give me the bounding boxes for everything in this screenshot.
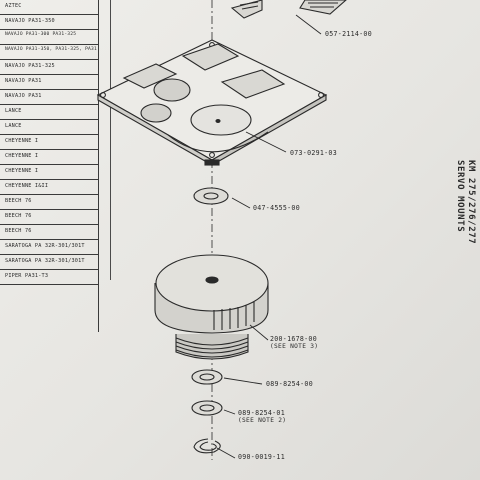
part-label: 089-8254-01 (SEE NOTE 2) (238, 409, 287, 424)
model-row: BEECH 76 (0, 210, 98, 225)
washer (191, 369, 223, 385)
connector-part (230, 0, 347, 19)
part-label: 090-0019-11 (238, 453, 285, 461)
servo-drum (154, 254, 269, 360)
model-row: AZTEC (0, 0, 98, 15)
part-label: 200-1678-00 (SEE NOTE 3) (270, 335, 319, 350)
part-label: 047-4555-00 (253, 204, 300, 212)
retaining-ring (193, 438, 221, 454)
model-row: CHEYENNE I&II (0, 180, 98, 195)
table-column-divider (98, 0, 111, 280)
model-row: NAVAJO PA31-350 (0, 15, 98, 30)
model-row: PIPER PA31-T3 (0, 270, 98, 285)
model-row: SARATOGA PA 32R-301/301T (0, 255, 98, 270)
model-row: NAVAJO PA31 (0, 75, 98, 90)
model-row: SARATOGA PA 32R-301/301T (0, 240, 98, 255)
mounting-plate (96, 39, 328, 166)
part-label: 089-8254-00 (266, 380, 313, 388)
model-row: LANCE (0, 120, 98, 135)
model-row: NAVAJO PA31 (0, 90, 98, 105)
model-row: CHEYENNE I (0, 135, 98, 150)
leader-lines (216, 14, 322, 459)
page-title: KM 275/276/277 SERVO MOUNTS (455, 160, 476, 245)
washer (191, 400, 223, 416)
washer (193, 187, 229, 205)
model-row: BEECH 76 (0, 195, 98, 210)
model-row: CHEYENNE I (0, 165, 98, 180)
model-row: NAVAJO PA31-325 (0, 60, 98, 75)
model-row: BEECH 76 (0, 225, 98, 240)
model-row: NAVAJO PA31-300 PA31-325 (0, 30, 98, 45)
model-table: AZTEC NAVAJO PA31-350 NAVAJO PA31-300 PA… (0, 0, 99, 332)
part-label: 073-0291-03 (290, 149, 337, 157)
model-row: CHEYENNE I (0, 150, 98, 165)
model-row: LANCE (0, 105, 98, 120)
model-row: NAVAJO PA31-350, PA31-325, PA31 (0, 45, 98, 60)
part-label: 057-2114-00 (325, 30, 372, 38)
